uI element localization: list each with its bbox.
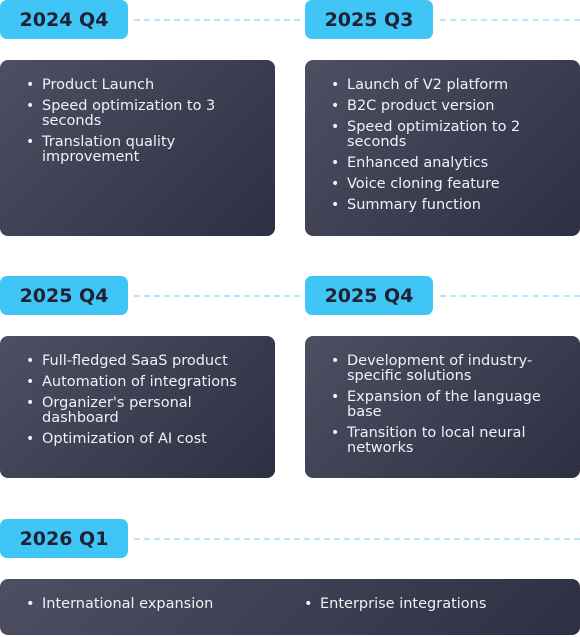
list-item: •Enterprise integrations <box>304 596 487 612</box>
roadmap-card-2025-q3: •Launch of V2 platform •B2C product vers… <box>305 60 580 236</box>
feature-list: •Launch of V2 platform •B2C product vers… <box>327 78 558 213</box>
list-item: •Launch of V2 platform <box>331 77 509 93</box>
list-item: •Full-fledged SaaS product <box>26 353 228 369</box>
period-badge-2025-q3: 2025 Q3 <box>305 0 433 39</box>
period-label: 2026 Q1 <box>19 527 109 550</box>
bullet-icon: • <box>304 596 313 612</box>
bullet-icon: • <box>331 353 340 369</box>
list-item: •B2C product version <box>331 98 495 114</box>
bullet-icon: • <box>26 134 35 150</box>
bullet-icon: • <box>331 425 340 441</box>
bullet-icon: • <box>331 119 340 135</box>
bullet-icon: • <box>331 155 340 171</box>
list-item: •Voice cloning feature <box>331 176 500 192</box>
period-label: 2025 Q4 <box>19 284 109 307</box>
roadmap-card-2026-q1: •International expansion •Enterprise int… <box>0 579 580 635</box>
period-badge-2024-q4: 2024 Q4 <box>0 0 128 39</box>
list-item: •Speed optimization to 3 seconds <box>26 98 216 129</box>
period-badge-2025-q4-b: 2025 Q4 <box>305 276 433 315</box>
timeline-divider <box>440 295 580 297</box>
feature-list: •Full-fledged SaaS product •Automation o… <box>22 354 253 447</box>
bullet-icon: • <box>26 395 35 411</box>
list-item: •Product Launch <box>26 77 155 93</box>
bullet-icon: • <box>26 596 35 612</box>
bullet-icon: • <box>331 98 340 114</box>
list-item: •Expansion of the language base <box>331 389 541 420</box>
timeline-divider <box>134 295 300 297</box>
timeline-divider <box>134 19 300 21</box>
bullet-icon: • <box>26 77 35 93</box>
list-item: •Translation quality improvement <box>26 134 176 165</box>
feature-list: •Product Launch •Speed optimization to 3… <box>22 78 253 165</box>
period-label: 2025 Q4 <box>324 284 414 307</box>
list-item: •Speed optimization to 2 seconds <box>331 119 521 150</box>
timeline-divider <box>134 538 580 540</box>
list-item: •International expansion <box>26 596 214 612</box>
list-item: •Transition to local neural networks <box>331 425 526 456</box>
bullet-icon: • <box>26 431 35 447</box>
list-item: •Enhanced analytics <box>331 155 489 171</box>
period-label: 2025 Q3 <box>324 8 414 31</box>
feature-list: •Development of industry-specific soluti… <box>327 354 558 456</box>
bullet-icon: • <box>331 176 340 192</box>
period-label: 2024 Q4 <box>19 8 109 31</box>
bullet-icon: • <box>331 389 340 405</box>
bullet-icon: • <box>331 197 340 213</box>
list-item: •Development of industry-specific soluti… <box>331 353 533 384</box>
list-item: •Optimization of AI cost <box>26 431 207 447</box>
period-badge-2026-q1: 2026 Q1 <box>0 519 128 558</box>
bullet-icon: • <box>26 98 35 114</box>
roadmap-card-2024-q4: •Product Launch •Speed optimization to 3… <box>0 60 275 236</box>
list-item: •Summary function <box>331 197 481 213</box>
list-item: •Automation of integrations <box>26 374 237 390</box>
bullet-icon: • <box>331 77 340 93</box>
list-item: •Organizer's personal dashboard <box>26 395 192 426</box>
period-badge-2025-q4: 2025 Q4 <box>0 276 128 315</box>
roadmap-card-2025-q4: •Full-fledged SaaS product •Automation o… <box>0 336 275 478</box>
bullet-icon: • <box>26 374 35 390</box>
roadmap-card-2025-q4-b: •Development of industry-specific soluti… <box>305 336 580 478</box>
timeline-divider <box>440 19 580 21</box>
bullet-icon: • <box>26 353 35 369</box>
